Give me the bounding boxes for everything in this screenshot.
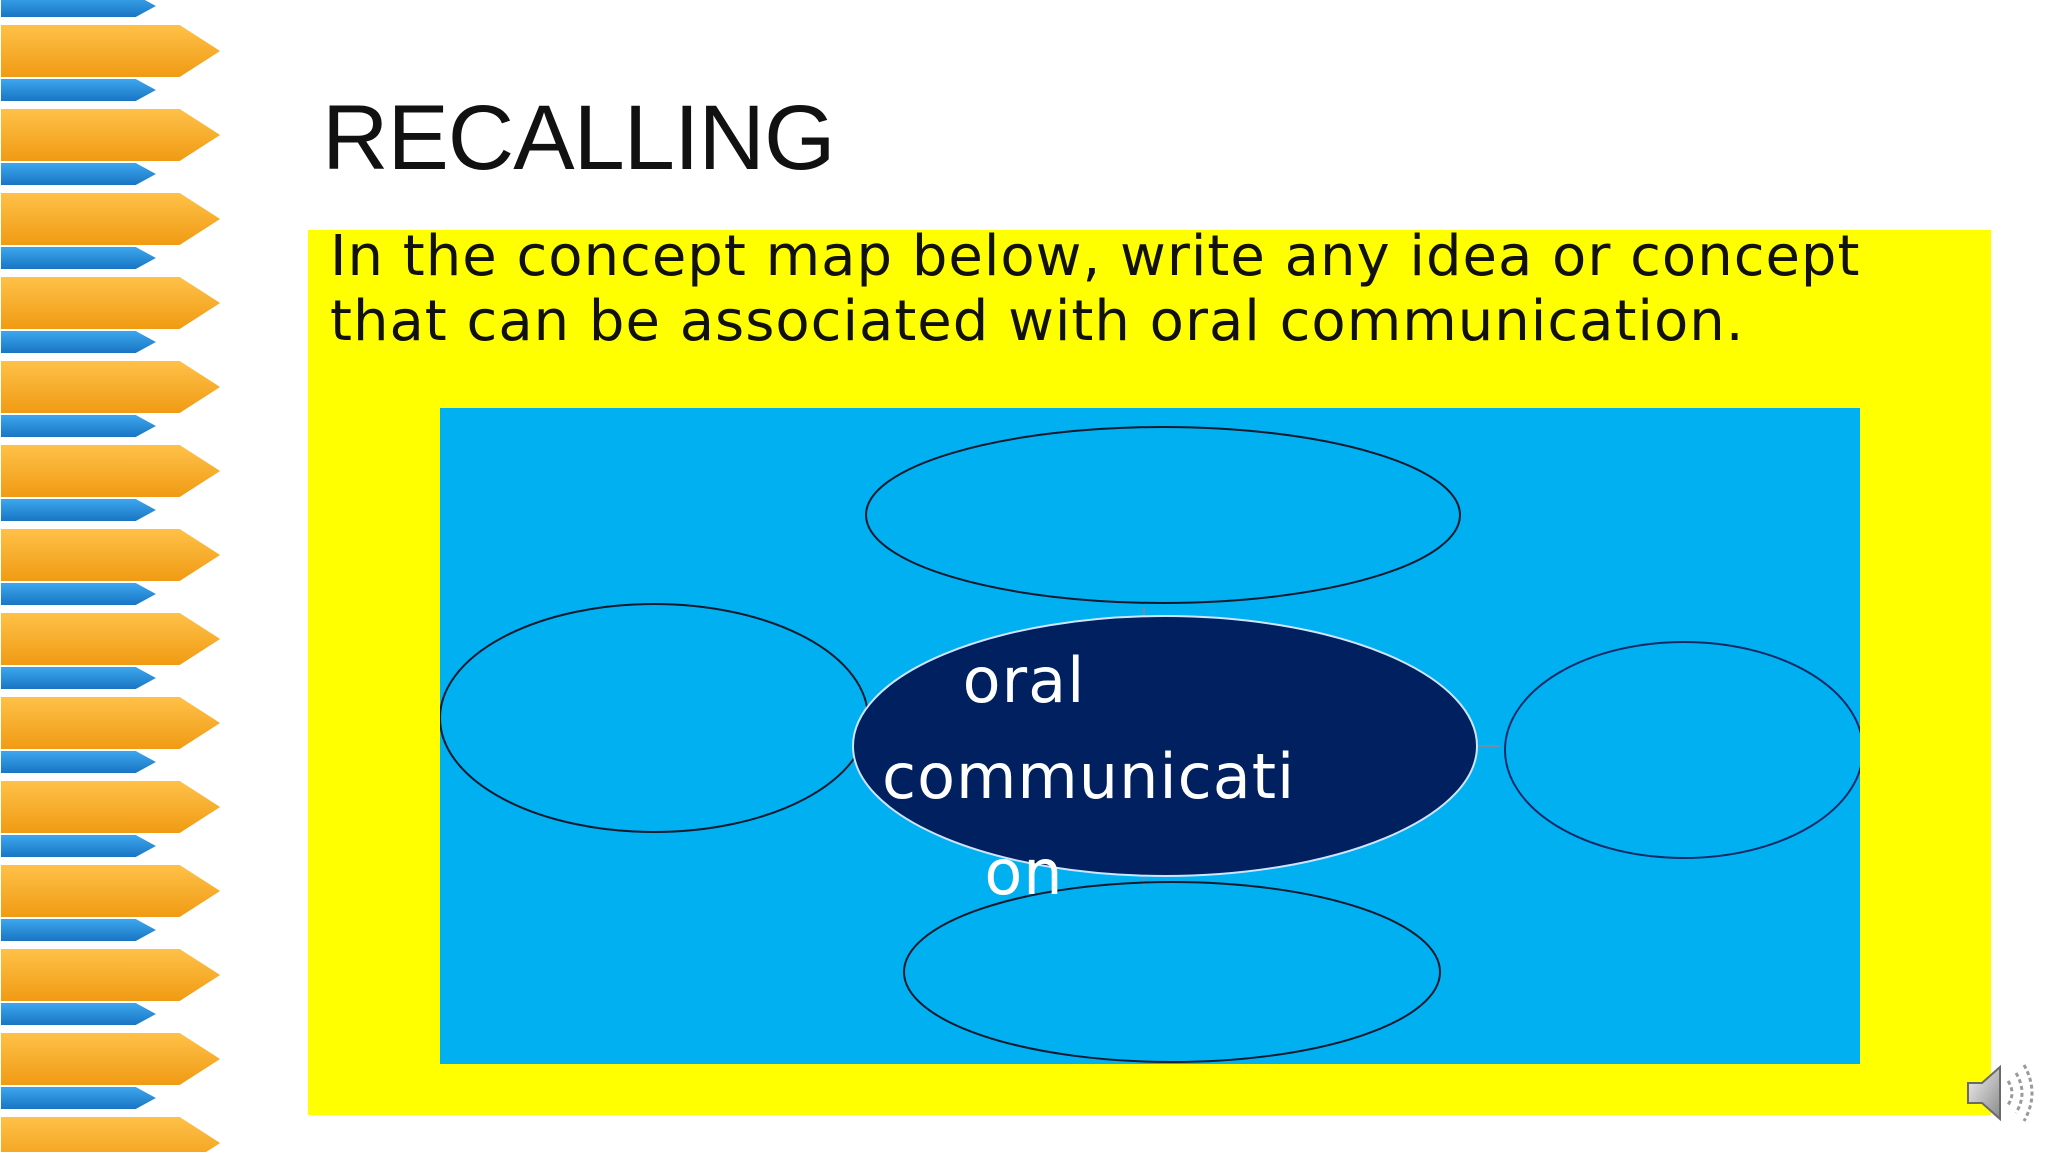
orange-arrow-shape bbox=[0, 695, 224, 751]
blue-arrow-shape bbox=[0, 1085, 161, 1111]
concept-bubble-top[interactable] bbox=[865, 426, 1461, 604]
orange-arrow-shape bbox=[0, 527, 224, 583]
instruction-text: In the concept map below, write any idea… bbox=[330, 224, 1970, 354]
blue-arrow-shape bbox=[0, 329, 161, 355]
orange-arrow-shape bbox=[0, 191, 224, 247]
blue-arrow-shape bbox=[0, 245, 161, 271]
blue-arrow-shape bbox=[0, 833, 161, 859]
orange-arrow-shape bbox=[0, 947, 224, 1003]
blue-arrow-shape bbox=[0, 917, 161, 943]
orange-arrow-shape bbox=[0, 1031, 224, 1087]
center-node bbox=[852, 615, 1478, 877]
orange-arrow-shape bbox=[0, 1115, 224, 1152]
orange-arrow-shape bbox=[0, 107, 224, 163]
orange-arrow-shape bbox=[0, 863, 224, 919]
blue-arrow-shape bbox=[0, 1001, 161, 1027]
arrow-decoration-strip bbox=[0, 0, 224, 1152]
content-panel: In the concept map below, write any idea… bbox=[308, 224, 1991, 1115]
blue-arrow-shape bbox=[0, 749, 161, 775]
concept-map: oral communicati on bbox=[440, 408, 1860, 1064]
blue-arrow-shape bbox=[0, 665, 161, 691]
blue-arrow-shape bbox=[0, 77, 161, 103]
instruction-line-2: that can be associated with oral communi… bbox=[330, 289, 1745, 354]
blue-arrow-shape bbox=[0, 161, 161, 187]
orange-arrow-shape bbox=[0, 275, 224, 331]
concept-bubble-left[interactable] bbox=[440, 603, 869, 833]
blue-arrow-shape bbox=[0, 413, 161, 439]
concept-bubble-bottom[interactable] bbox=[903, 881, 1441, 1063]
orange-arrow-shape bbox=[0, 23, 224, 79]
blue-arrow-shape bbox=[0, 0, 161, 19]
blue-arrow-shape bbox=[0, 581, 161, 607]
orange-arrow-shape bbox=[0, 611, 224, 667]
blue-arrow-shape bbox=[0, 497, 161, 523]
concept-bubble-right[interactable] bbox=[1504, 641, 1860, 859]
instruction-line-1: In the concept map below, write any idea… bbox=[330, 224, 1861, 289]
orange-arrow-shape bbox=[0, 359, 224, 415]
speaker-icon[interactable] bbox=[1962, 1055, 2038, 1131]
orange-arrow-shape bbox=[0, 443, 224, 499]
orange-arrow-shape bbox=[0, 779, 224, 835]
center-node-label: oral communicati on bbox=[882, 644, 1296, 909]
slide-title: RECALLING bbox=[322, 87, 835, 189]
